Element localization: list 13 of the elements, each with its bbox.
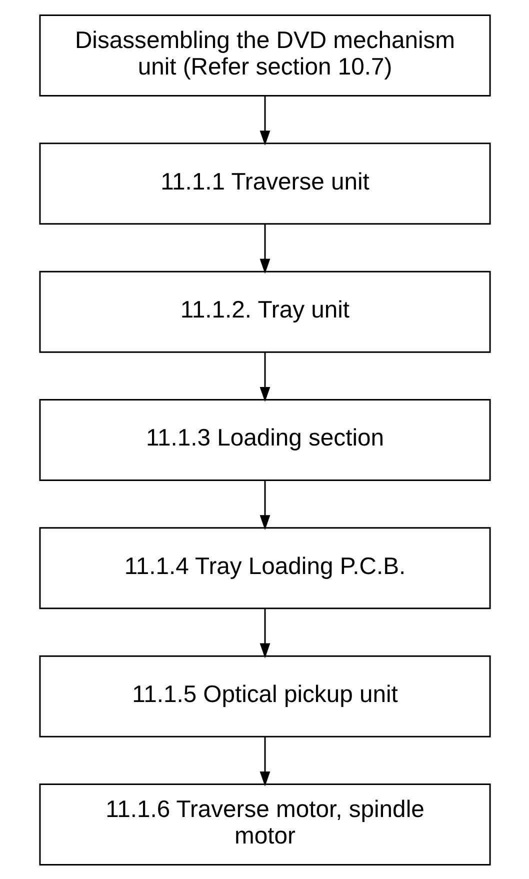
arrow (259, 352, 270, 402)
arrow (259, 736, 270, 786)
node-box: Disassembling the DVD mechanism unit (Refer section 10.7) (38, 14, 490, 96)
node-box: 11.1.5 Optical pickup unit (38, 654, 490, 737)
node-box: 11.1.6 Traverse motor, spindle motor (38, 783, 490, 865)
arrow (259, 480, 270, 530)
node-box: 11.1.2. Tray unit (38, 270, 490, 352)
arrow (259, 95, 270, 146)
node-box: 11.1.3 Loading section (38, 398, 490, 480)
arrow (259, 224, 270, 274)
node-box: 11.1.1 Traverse unit (38, 142, 490, 224)
node-box: 11.1.4 Tray Loading P.C.B. (38, 526, 490, 609)
arrow (259, 608, 270, 658)
